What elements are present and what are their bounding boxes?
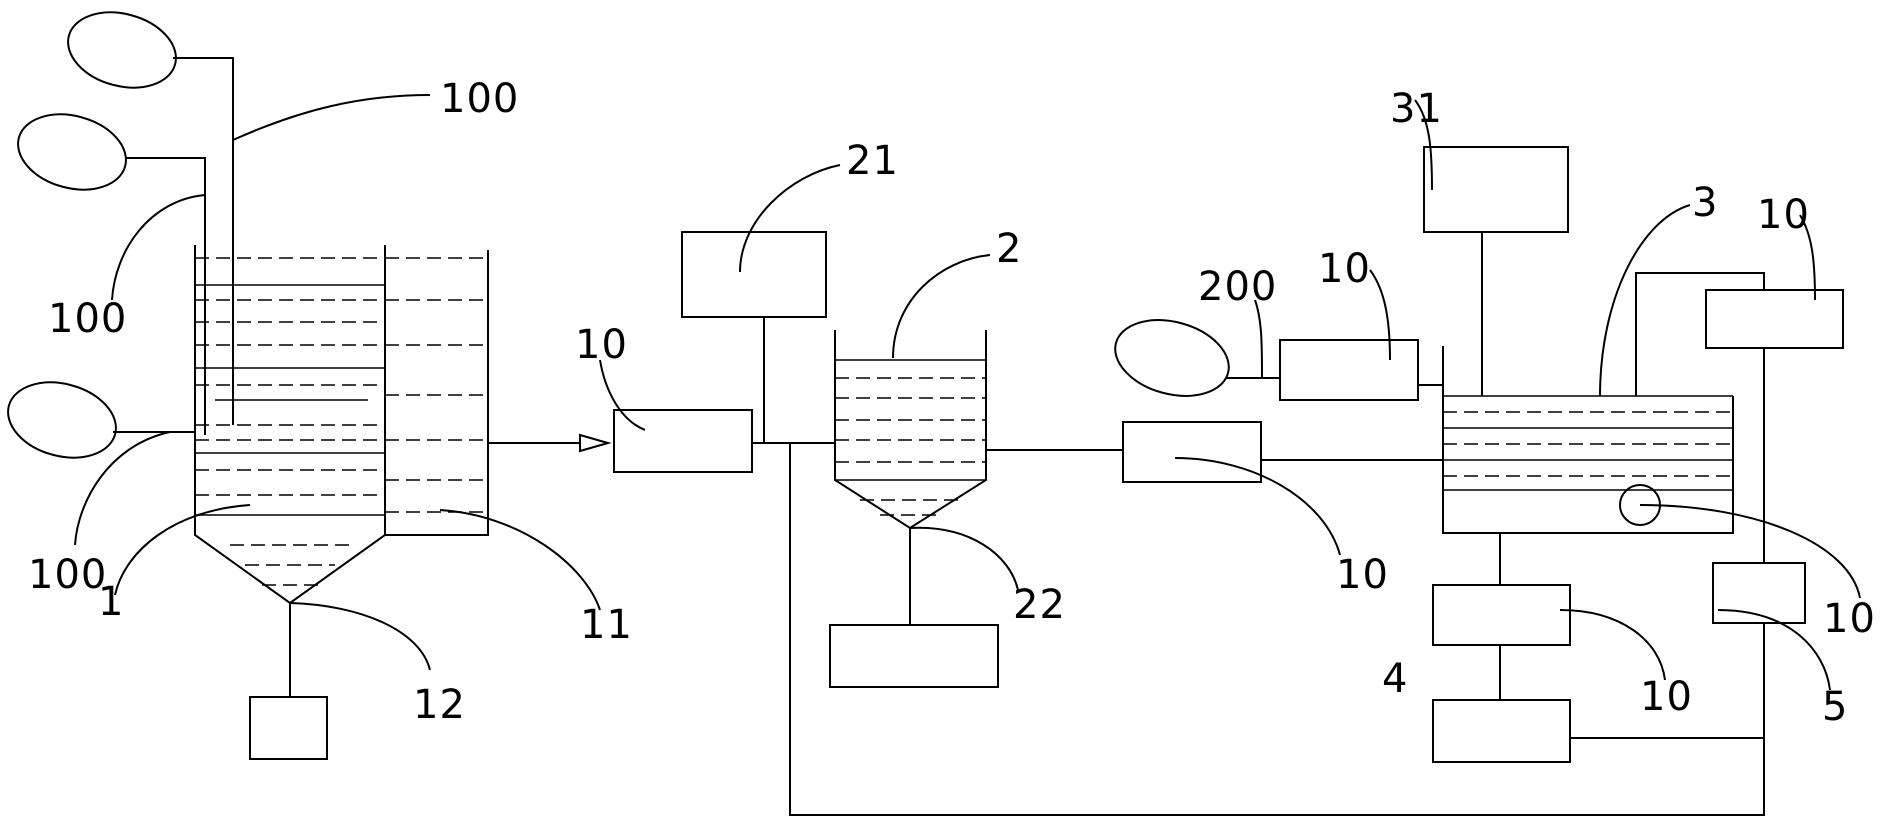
leader-200 [1254, 299, 1263, 379]
return-pipe [789, 443, 1765, 816]
inlet-ellipse-top [67, 11, 177, 89]
label-22: 22 [1013, 582, 1066, 628]
unit-10-b [1279, 339, 1419, 401]
label-5: 5 [1822, 684, 1848, 730]
leader-100-bot [74, 431, 171, 546]
leader-5 [1717, 609, 1831, 691]
tank-3 [1442, 346, 1734, 534]
leader-10-f [1559, 609, 1666, 681]
unit-10-d [1705, 289, 1844, 349]
tank-1 [194, 245, 386, 760]
pipe-tank-3-top-right [1635, 272, 1765, 396]
inlet-ellipses [7, 11, 177, 459]
label-100-mid: 100 [48, 296, 127, 342]
leader-2 [892, 254, 991, 359]
inlet-ellipse-mid [17, 113, 127, 191]
leader-10-d [1799, 214, 1816, 301]
reference-labels: 100 100 100 1 11 12 10 21 2 22 200 10 10… [28, 76, 1876, 730]
label-3: 3 [1692, 180, 1718, 226]
label-31: 31 [1390, 86, 1443, 132]
unit-10-f [1432, 584, 1571, 646]
tank-2 [834, 330, 987, 530]
leader-100-top [232, 94, 431, 141]
tank-11 [384, 245, 489, 536]
unit-21 [681, 231, 827, 318]
inlet-pipe-top [173, 57, 234, 425]
label-10-e: 10 [1823, 596, 1876, 642]
label-200: 200 [1198, 264, 1277, 310]
tank-3-wall [1442, 346, 1734, 534]
leader-10-c [1174, 457, 1341, 556]
label-10-d: 10 [1757, 192, 1810, 238]
unit-31 [1423, 146, 1569, 233]
inlet-pipe-mid [126, 157, 206, 435]
tank-11-wall [384, 245, 489, 536]
tank-1-wall [194, 245, 386, 605]
label-12: 12 [413, 682, 466, 728]
flow-arrow [579, 433, 612, 453]
label-1: 1 [98, 579, 124, 625]
unit-10-a [613, 409, 753, 473]
inlet-ellipse-200 [1114, 319, 1230, 397]
leader-100-mid [111, 194, 206, 301]
label-100-bot: 100 [28, 552, 107, 598]
label-10-c: 10 [1336, 552, 1389, 598]
leader-31 [1414, 99, 1433, 191]
unit-4 [1432, 699, 1571, 763]
leader-3 [1599, 204, 1691, 397]
label-11: 11 [580, 602, 633, 648]
leader-12 [289, 602, 431, 671]
inlet-ellipse-bot [7, 381, 117, 459]
tank-1-sludge-box [249, 696, 328, 760]
label-10-b: 10 [1318, 246, 1371, 292]
leader-21 [739, 164, 841, 273]
inlet-pipes [113, 57, 234, 435]
label-4: 4 [1382, 656, 1408, 702]
leader-lines [74, 94, 1861, 691]
label-100-top: 100 [440, 76, 519, 122]
leader-10-e [1639, 504, 1861, 599]
label-21: 21 [846, 138, 899, 184]
label-10-f: 10 [1640, 674, 1693, 720]
leader-10-b [1369, 269, 1391, 361]
tank-2-sludge-box [829, 624, 999, 688]
leader-1 [114, 504, 251, 596]
unit-5 [1712, 562, 1806, 624]
label-10-a: 10 [575, 322, 628, 368]
label-2: 2 [996, 226, 1022, 272]
leader-11 [439, 509, 601, 611]
leader-22 [909, 526, 1019, 591]
unit-10-c [1122, 421, 1262, 483]
leader-10-a [599, 359, 646, 431]
